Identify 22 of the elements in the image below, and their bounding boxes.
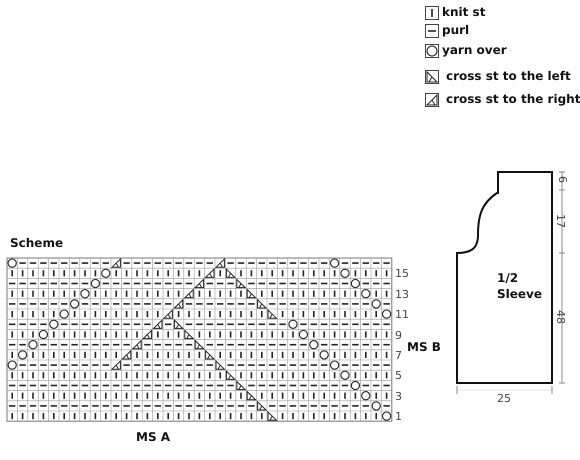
row-number: 7: [395, 349, 402, 362]
legend-label: cross st to the left: [446, 69, 571, 83]
legend-label: purl: [442, 23, 470, 37]
legend-label: knit st: [442, 5, 486, 19]
sleeve-outline: [455, 170, 555, 386]
section-label: MS B: [407, 340, 441, 354]
row-number: 15: [395, 267, 409, 280]
section-label: MS A: [136, 430, 170, 444]
legend-label: cross st to the right: [446, 92, 580, 106]
row-number: 11: [395, 308, 409, 321]
row-number: 9: [395, 329, 402, 342]
dimension-label: 17: [554, 214, 567, 228]
row-number: 13: [395, 288, 409, 301]
dimension-label: 25: [497, 392, 511, 405]
row-number: 3: [395, 390, 402, 403]
legend-label: yarn over: [442, 43, 507, 57]
row-number: 5: [395, 369, 402, 382]
dimension-label: 6: [556, 176, 569, 183]
dimension-label: 48: [554, 310, 567, 324]
chart-title: Scheme: [10, 236, 64, 250]
row-number: 1: [395, 410, 402, 423]
piece-label: 1/2 Sleeve: [497, 270, 543, 302]
